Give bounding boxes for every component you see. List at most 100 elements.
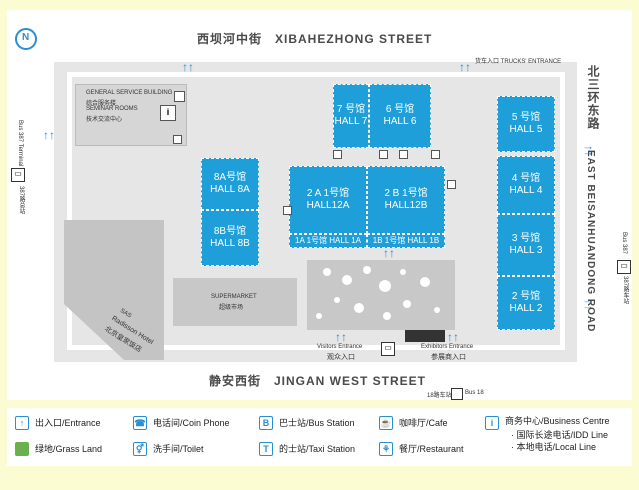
toilet-icon: [174, 91, 185, 102]
general-building-label-3: SEMINAR ROOMS: [86, 106, 138, 112]
inner-road: [67, 72, 565, 350]
bus-387-terminal-cn: 387路总站: [18, 186, 24, 215]
bus-icon: B: [259, 416, 273, 430]
entrance-icon: ↑: [15, 416, 29, 430]
cafe-icon: ☕: [379, 416, 393, 430]
legend-grass: 绿地/Grass Land: [35, 444, 103, 454]
taxi-icon: ▭: [381, 342, 395, 356]
hall-2-en: HALL 2: [509, 303, 543, 314]
hall-6[interactable]: 6 号馆 HALL 6: [369, 84, 431, 148]
entrance-icon: ↑↑: [383, 246, 395, 260]
hall-5-cn: 5 号馆: [511, 112, 541, 123]
hall-4-cn: 4 号馆: [511, 173, 541, 184]
hall-6-en: HALL 6: [383, 116, 417, 127]
hall-8a[interactable]: 8A号馆 HALL 8A: [201, 158, 259, 210]
hall-12a-en: HALL12A: [306, 200, 350, 211]
east-road-label-cn: 北三环东路: [586, 65, 600, 130]
bus-387-right-cn: 387路车站: [622, 276, 628, 305]
hall-8b-en: HALL 8B: [210, 238, 250, 249]
hall-12b[interactable]: 2 B 1号馆 HALL12B: [367, 166, 445, 234]
supermarket-label-cn: 超级市场: [219, 305, 244, 311]
hall-3-cn: 3 号馆: [511, 233, 541, 244]
hall-4-en: HALL 4: [509, 185, 543, 196]
general-building-label-4: 技术交流中心: [86, 117, 123, 123]
bus-18-label: Bus 18: [465, 390, 484, 396]
hall-8b-cn: 8B号馆: [213, 226, 247, 237]
legend-bus: 巴士站/Bus Station: [279, 418, 355, 428]
toilet-icon: [283, 206, 292, 215]
toilet-icon: [399, 150, 408, 159]
legend-idd: · 国际长途电话/IDD Line: [511, 430, 609, 440]
general-service-building: GENERAL SERVICE BUILDING 综合服务楼 SEMINAR R…: [75, 84, 187, 146]
bus-icon: [451, 388, 463, 400]
legend-taxi: 的士站/Taxi Station: [279, 444, 356, 454]
general-building-label-1: GENERAL SERVICE BUILDING: [86, 90, 173, 96]
legend-entrance: 出入口/Entrance: [35, 418, 101, 428]
hall-1b[interactable]: 1B 1号馆 HALL 1B: [367, 234, 445, 248]
central-plaza: [307, 260, 455, 330]
hall-6-cn: 6 号馆: [385, 104, 415, 115]
hall-3[interactable]: 3 号馆 HALL 3: [497, 214, 555, 276]
hotel-label-1: SAS: [118, 308, 133, 320]
hall-1a[interactable]: 1A 1号馆 HALL 1A: [289, 234, 367, 248]
entrance-icon: ↑↑: [335, 330, 347, 344]
north-road-label: 西坝河中街 XIBAHEZHONG STREET: [197, 32, 433, 46]
hall-4[interactable]: 4 号馆 HALL 4: [497, 156, 555, 214]
hall-12a[interactable]: 2 A 1号馆 HALL12A: [289, 166, 367, 234]
taxi-icon: T: [259, 442, 273, 456]
toilet-icon: ⚥: [133, 442, 147, 456]
plaza-pattern: [316, 266, 440, 320]
legend-toilet: 洗手间/Toilet: [153, 444, 204, 454]
hall-12a-cn: 2 A 1号馆: [306, 188, 350, 199]
info-icon: i: [160, 105, 176, 121]
hall-8b[interactable]: 8B号馆 HALL 8B: [201, 210, 259, 266]
hall-5-en: HALL 5: [509, 124, 543, 135]
cafe-icon: [431, 150, 440, 159]
hall-3-en: HALL 3: [509, 245, 543, 256]
general-building-label-2: 综合服务楼: [86, 101, 117, 107]
legend: ↑ 出入口/Entrance 绿地/Grass Land ☎ 电话间/Coin …: [7, 408, 632, 466]
bus-icon: ▭: [617, 260, 631, 274]
cafe-icon: [173, 135, 182, 144]
exhibitors-entrance-label: Exhibitors Entrance: [421, 344, 474, 350]
trucks-entrance-label: 货车入口 TRUCKS' ENTRANCE: [475, 59, 562, 65]
hall-2[interactable]: 2 号馆 HALL 2: [497, 276, 555, 330]
entrance-icon: ↑↑: [182, 60, 194, 74]
entrance-icon: ↑↑: [447, 330, 459, 344]
hall-5[interactable]: 5 号馆 HALL 5: [497, 96, 555, 152]
hall-8a-cn: 8A号馆: [213, 172, 247, 183]
compass-letter: N: [22, 32, 30, 43]
bus-icon: ▭: [11, 168, 25, 182]
visitors-entrance-cn: 观众入口: [327, 354, 355, 361]
toilet-icon: [447, 180, 456, 189]
phone-icon: [379, 150, 388, 159]
east-road-label-en: EAST BEISANHUANDONG ROAD: [585, 150, 596, 333]
toilet-icon: [333, 150, 342, 159]
legend-local: · 本地电话/Local Line: [511, 442, 597, 452]
legend-restaurant: 餐厅/Restaurant: [399, 444, 464, 454]
exhibitors-entrance-cn: 参展商入口: [431, 354, 466, 361]
hall-8a-en: HALL 8A: [210, 184, 250, 195]
hall-7[interactable]: 7 号馆 HALL 7: [333, 84, 369, 148]
bus-18-cn: 18路车站: [427, 393, 452, 399]
hall-12b-cn: 2 B 1号馆: [384, 188, 428, 199]
hall-7-cn: 7 号馆: [336, 104, 366, 115]
phone-icon: ☎: [133, 416, 147, 430]
map-area: 西坝河中街 XIBAHEZHONG STREET N GENERAL SERVI…: [7, 10, 632, 400]
info-icon: i: [485, 416, 499, 430]
legend-phone: 电话间/Coin Phone: [153, 418, 230, 428]
south-road-label: 静安西街 JINGAN WEST STREET: [209, 374, 427, 388]
grass-icon: [15, 442, 29, 456]
visitors-entrance-label: Visitors Entrance: [317, 344, 363, 350]
info-desk-icon: [405, 330, 445, 342]
hall-1a-label: 1A 1号馆 HALL 1A: [295, 236, 361, 245]
legend-business: 商务中心/Business Centre: [505, 416, 610, 426]
hall-2-cn: 2 号馆: [511, 291, 541, 302]
supermarket-label-en: SUPERMARKET: [211, 294, 257, 300]
entrance-icon: ↑↑: [43, 128, 55, 142]
legend-cafe: 咖啡厅/Cafe: [399, 418, 448, 428]
hall-12b-en: HALL12B: [384, 200, 428, 211]
hall-7-en: HALL 7: [334, 116, 368, 127]
entrance-icon: ↑↑: [459, 60, 471, 74]
supermarket: SUPERMARKET 超级市场: [173, 278, 297, 326]
